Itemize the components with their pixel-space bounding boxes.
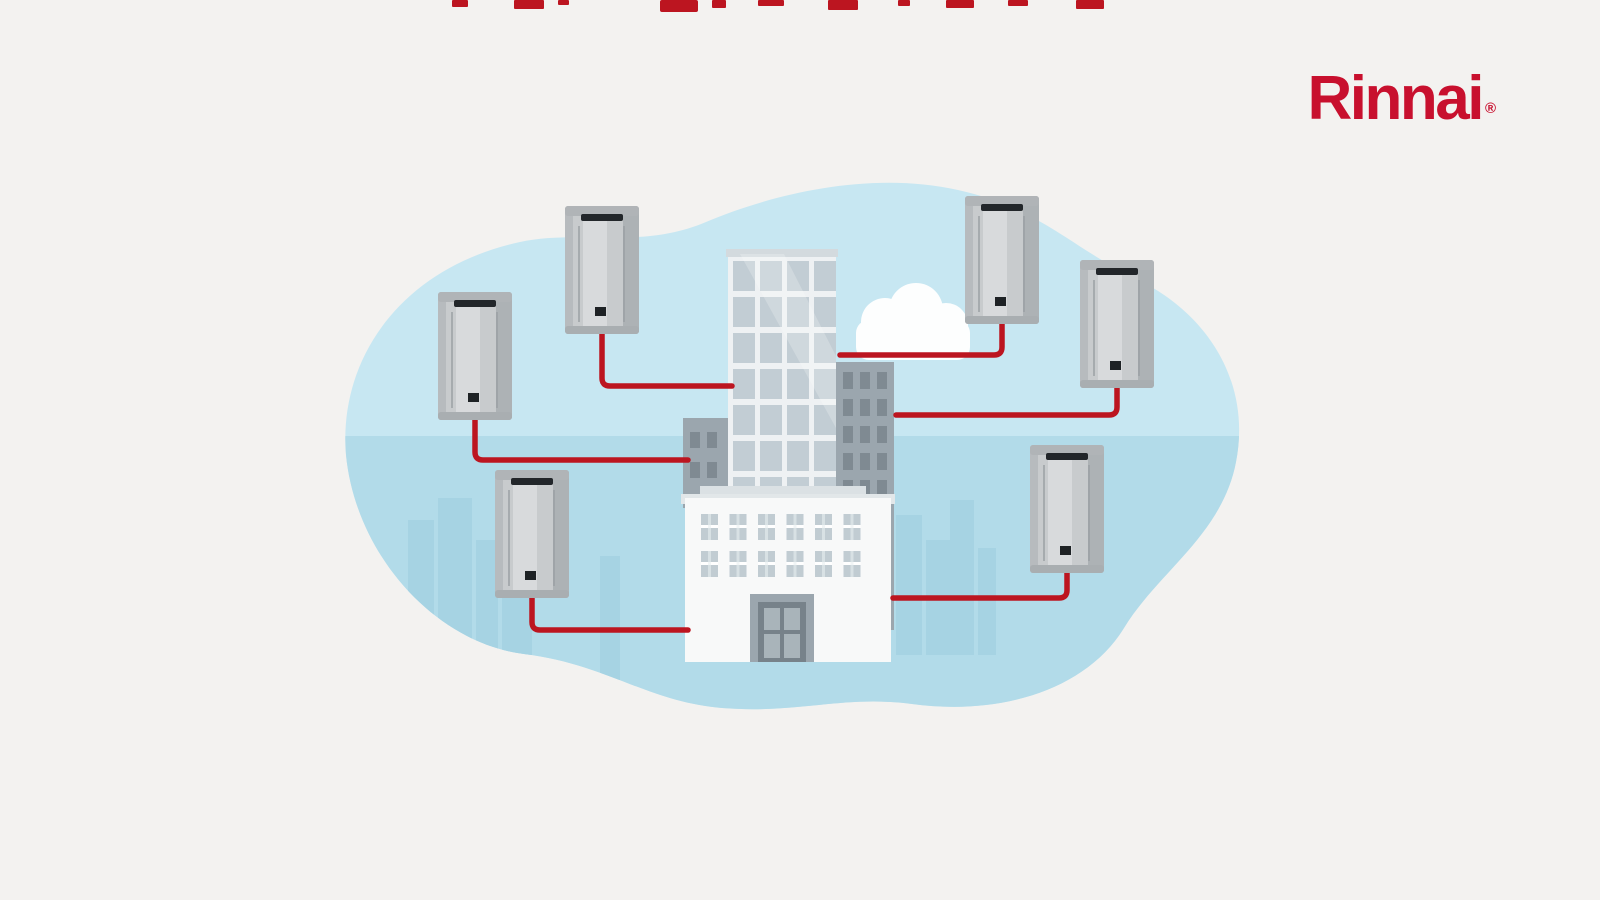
- pipe-top-right: [837, 315, 1005, 358]
- rinnai-logo: Rinnai®: [1307, 68, 1496, 130]
- tankless-heater-upper-right: [1079, 259, 1155, 389]
- registered-trademark-symbol: ®: [1484, 100, 1496, 117]
- building: [681, 249, 895, 662]
- rinnai-logo-text: Rinnai: [1307, 64, 1484, 133]
- pipe-lower-left: [529, 589, 691, 633]
- pipe-upper-left: [472, 411, 691, 463]
- tankless-heater-lower-left: [494, 469, 570, 599]
- entrance-door: [750, 594, 814, 662]
- tankless-heater-top-right: [964, 195, 1040, 325]
- cropped-top-graphics: [452, 0, 1104, 12]
- tankless-heater-upper-left: [437, 291, 513, 421]
- pipe-connections: [472, 315, 1120, 633]
- cloud: [856, 283, 970, 360]
- tankless-heater-lower-right: [1029, 444, 1105, 574]
- tankless-heater-top-left: [564, 205, 640, 335]
- pipe-top-left: [599, 325, 735, 389]
- pipe-lower-right: [890, 565, 1070, 601]
- pipe-upper-right: [893, 379, 1120, 418]
